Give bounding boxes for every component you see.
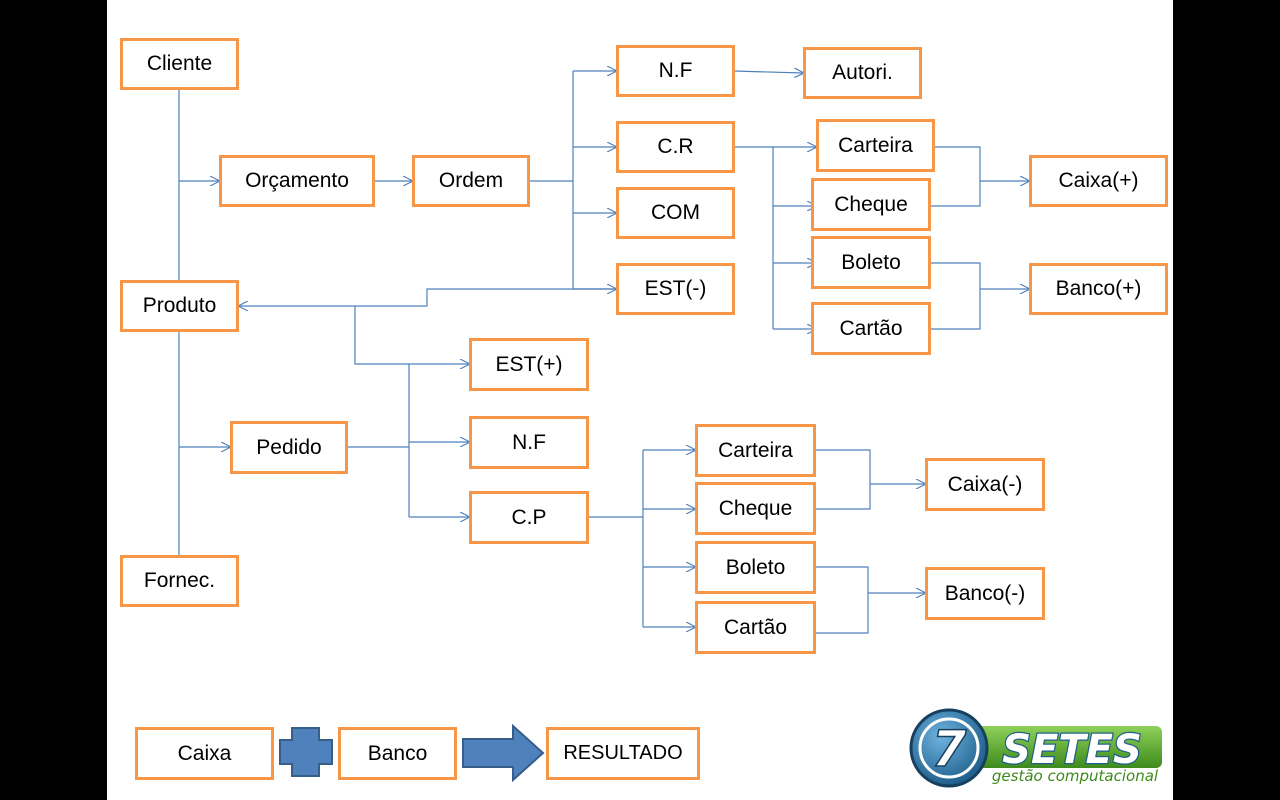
node-boleto-sale-label: Boleto [841, 250, 901, 274]
diagram-slide: Cliente Orçamento Ordem N.F Autori. C.R … [107, 0, 1173, 800]
legend-resultado: RESULTADO [546, 727, 700, 780]
node-boleto-purchase: Boleto [695, 541, 816, 594]
node-orcamento: Orçamento [219, 155, 375, 207]
node-cheque-sale: Cheque [811, 178, 931, 231]
node-banco-minus-label: Banco(-) [944, 581, 1026, 605]
node-cliente-label: Cliente [146, 52, 213, 75]
logo-mark: 7 [932, 720, 967, 778]
connector-merge-caixa-plus [930, 146, 981, 207]
node-cheque-purchase: Cheque [695, 482, 816, 535]
node-cp-label: C.P [511, 505, 547, 529]
connector-merge-caixa-minus [814, 449, 871, 510]
node-cp: C.P [469, 491, 589, 544]
legend-caixa: Caixa [135, 727, 274, 780]
node-produto-label: Produto [142, 294, 217, 317]
connector-merge-banco-minus [814, 566, 869, 634]
right-arrow-icon [462, 724, 545, 782]
node-nf-purchase-label: N.F [512, 430, 546, 454]
node-ordem: Ordem [412, 155, 530, 207]
node-cheque-sale-label: Cheque [834, 192, 908, 216]
legend-caixa-label: Caixa [177, 741, 232, 765]
node-caixa-plus-label: Caixa(+) [1058, 169, 1139, 192]
node-nf-sale: N.F [616, 45, 735, 97]
node-carteira-sale-label: Carteira [838, 133, 913, 157]
logo-ring [918, 717, 980, 779]
node-pedido: Pedido [230, 421, 348, 474]
logo-circle [909, 708, 989, 788]
node-ordem-label: Ordem [438, 169, 504, 192]
node-com: COM [616, 187, 735, 239]
node-est-plus: EST(+) [469, 338, 589, 391]
logo-tagline: gestão computacional [992, 767, 1159, 785]
node-boleto-sale: Boleto [811, 236, 931, 289]
node-carteira-purchase-label: Carteira [718, 438, 793, 462]
node-boleto-purchase-label: Boleto [725, 555, 786, 579]
node-est-minus: EST(-) [616, 263, 735, 315]
connector-nf-autori [733, 71, 803, 73]
node-caixa-minus: Caixa(-) [925, 458, 1045, 511]
connector-lines [178, 0, 1173, 634]
node-caixa-minus-label: Caixa(-) [947, 472, 1023, 496]
node-cr: C.R [616, 121, 735, 173]
node-autori-label: Autori. [832, 61, 893, 84]
legend-banco: Banco [338, 727, 457, 780]
plus-icon [279, 727, 333, 777]
node-com-label: COM [651, 201, 700, 224]
node-nf-purchase: N.F [469, 416, 589, 469]
node-fornec-label: Fornec. [143, 569, 216, 592]
node-banco-plus-label: Banco(+) [1055, 277, 1142, 300]
legend-banco-label: Banco [367, 741, 428, 765]
node-caixa-plus: Caixa(+) [1029, 155, 1168, 207]
node-produto: Produto [120, 280, 239, 332]
node-fornec: Fornec. [120, 555, 239, 607]
node-orcamento-label: Orçamento [245, 169, 349, 192]
node-pedido-label: Pedido [256, 435, 322, 459]
node-autori: Autori. [803, 47, 922, 99]
node-banco-plus: Banco(+) [1029, 263, 1168, 315]
node-carteira-sale: Carteira [816, 119, 935, 172]
node-cartao-purchase-label: Cartão [723, 615, 788, 639]
node-cliente: Cliente [120, 38, 239, 90]
node-cartao-sale-label: Cartão [839, 316, 903, 340]
setes-logo: 7 SETES gestão computacional [909, 708, 1162, 788]
logo-name: SETES [1002, 727, 1142, 773]
node-banco-minus: Banco(-) [925, 567, 1045, 620]
connector-est-produto [239, 288, 616, 306]
node-est-plus-label: EST(+) [495, 352, 563, 376]
node-cheque-purchase-label: Cheque [718, 496, 793, 520]
node-carteira-purchase: Carteira [695, 424, 816, 477]
node-cartao-purchase: Cartão [695, 601, 816, 654]
connector-merge-banco-plus [930, 262, 981, 330]
node-nf-sale-label: N.F [658, 59, 693, 82]
node-cr-label: C.R [657, 135, 694, 158]
legend-resultado-label: RESULTADO [563, 742, 683, 764]
node-cartao-sale: Cartão [811, 302, 931, 355]
logo-banner [967, 726, 1162, 768]
node-est-minus-label: EST(-) [644, 277, 707, 300]
connector-produto-est-plus [354, 306, 469, 364]
